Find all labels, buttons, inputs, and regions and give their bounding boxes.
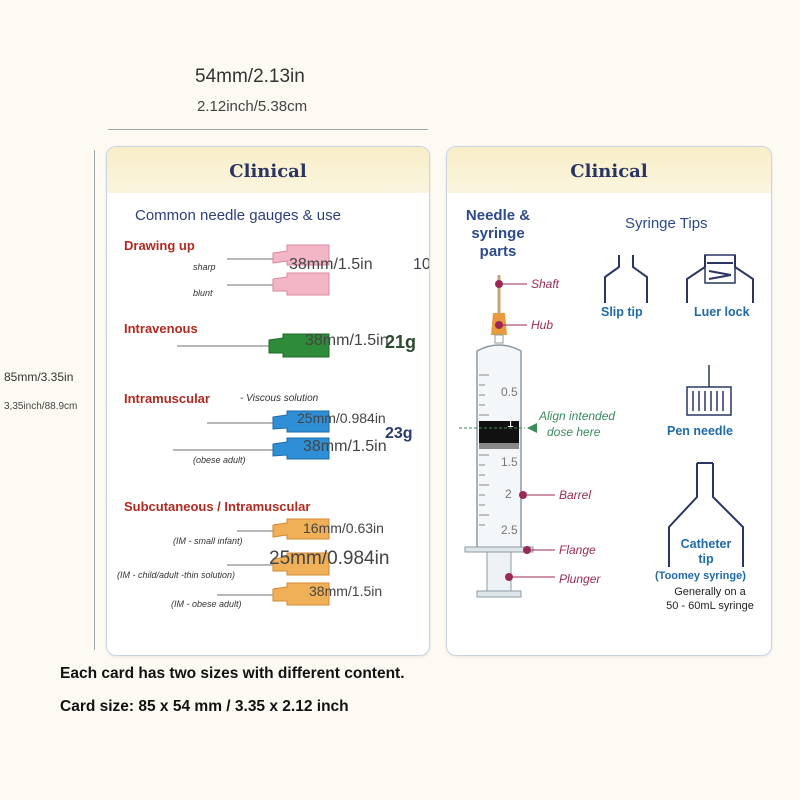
blue-im-needle-1 — [207, 410, 330, 433]
height-measure-line — [94, 150, 95, 650]
subcut-length-3: 38mm/1.5in — [309, 583, 383, 599]
subcut-length-1: 16mm/0.63in — [303, 520, 384, 536]
section-intramuscular: Intramuscular — [124, 391, 210, 406]
card-title: Clinical — [229, 161, 307, 182]
catheter-tip-label: Catheter tip — [680, 537, 732, 566]
luer-lock-label: Luer lock — [694, 305, 750, 319]
hub-label: Hub — [531, 318, 554, 332]
card-subtitle: Common needle gauges & use — [135, 207, 341, 224]
flange-label: Flange — [559, 543, 596, 557]
blue-im-needle-2 — [173, 437, 330, 460]
viscous-note: - Viscous solution — [240, 393, 319, 404]
section-subcutaneous: Subcutaneous / Intramuscular — [124, 499, 311, 514]
im-length-1: 25mm/0.984in — [297, 410, 386, 426]
align-dose-note: Align intended dose here — [539, 409, 616, 439]
luer-lock-shape — [686, 254, 754, 303]
syringe-tips-heading: Syringe Tips — [625, 215, 708, 232]
needle-illustrations — [173, 244, 330, 606]
syringe-parts-card: Clinical Needle & syringe parts — [446, 146, 772, 656]
pen-needle-shape — [686, 365, 732, 416]
pink-blunt-needle — [227, 272, 330, 296]
orange-needle-small — [237, 518, 330, 540]
orange-needle-medium — [227, 552, 330, 576]
top-dimension-secondary: 2.12inch/5.38cm — [197, 98, 308, 115]
syringe-diagram — [459, 254, 754, 598]
slip-tip-label: Slip tip — [601, 305, 643, 319]
section-drawing-up: Drawing up — [124, 238, 195, 253]
width-measure-line — [108, 129, 428, 130]
pen-needle-label: Pen needle — [667, 424, 733, 438]
blunt-label: blunt — [193, 288, 213, 298]
section-intravenous: Intravenous — [124, 321, 198, 336]
card-header — [107, 147, 429, 193]
orange-needle-long — [217, 582, 330, 606]
slip-tip-shape — [604, 255, 648, 303]
card-header — [447, 147, 771, 193]
left-dimension-primary: 85mm/3.35in — [4, 370, 74, 384]
left-dimension-secondary: 3,35inch/88.9cm — [4, 401, 78, 412]
im-gauge: 23g — [385, 425, 413, 442]
obese-adult-label: (IM - obese adult) — [171, 599, 242, 609]
scale-0-5: 0.5 — [501, 385, 518, 399]
scale-1-5: 1.5 — [501, 455, 518, 469]
toomey-label: (Toomey syringe) — [655, 570, 746, 582]
pink-sharp-needle — [227, 244, 330, 266]
barrel-label: Barrel — [559, 488, 592, 502]
needle-gauge-card: Clinical Common needle gauges & use Draw… — [106, 146, 430, 656]
drawing-up-length: 38mm/1.5in — [289, 256, 373, 273]
child-adult-label: (IM - child/adult -thin solution) — [117, 570, 236, 580]
infant-label: (IM - small infant) — [173, 536, 243, 546]
subcut-length-2: 25mm/0.984in — [269, 548, 390, 569]
im-length-2: 38mm/1.5in — [303, 438, 387, 455]
catheter-tip-shape — [668, 462, 744, 567]
plunger-label: Plunger — [559, 572, 601, 586]
iv-length: 38mm/1.5in — [305, 332, 389, 349]
catheter-usage-note: Generally on a 50 - 60mL syringe — [666, 586, 754, 612]
footer-line-2: Card size: 85 x 54 mm / 3.35 x 2.12 inch — [60, 698, 349, 715]
iv-gauge: 21g — [385, 332, 417, 352]
im-obese-label: (obese adult) — [193, 455, 246, 465]
parts-heading: Needle & syringe parts — [465, 207, 531, 260]
scale-1: 1 — [507, 416, 514, 430]
footer-line-1: Each card has two sizes with different c… — [60, 665, 405, 682]
shaft-label: Shaft — [531, 277, 560, 291]
scale-2-5: 2.5 — [501, 523, 518, 537]
drawing-up-gauge: 10g — [413, 256, 430, 273]
card-title: Clinical — [570, 161, 648, 182]
top-dimension-primary: 54mm/2.13in — [195, 66, 305, 87]
sharp-label: sharp — [193, 262, 216, 272]
scale-2: 2 — [505, 487, 512, 501]
green-iv-needle — [177, 333, 330, 358]
